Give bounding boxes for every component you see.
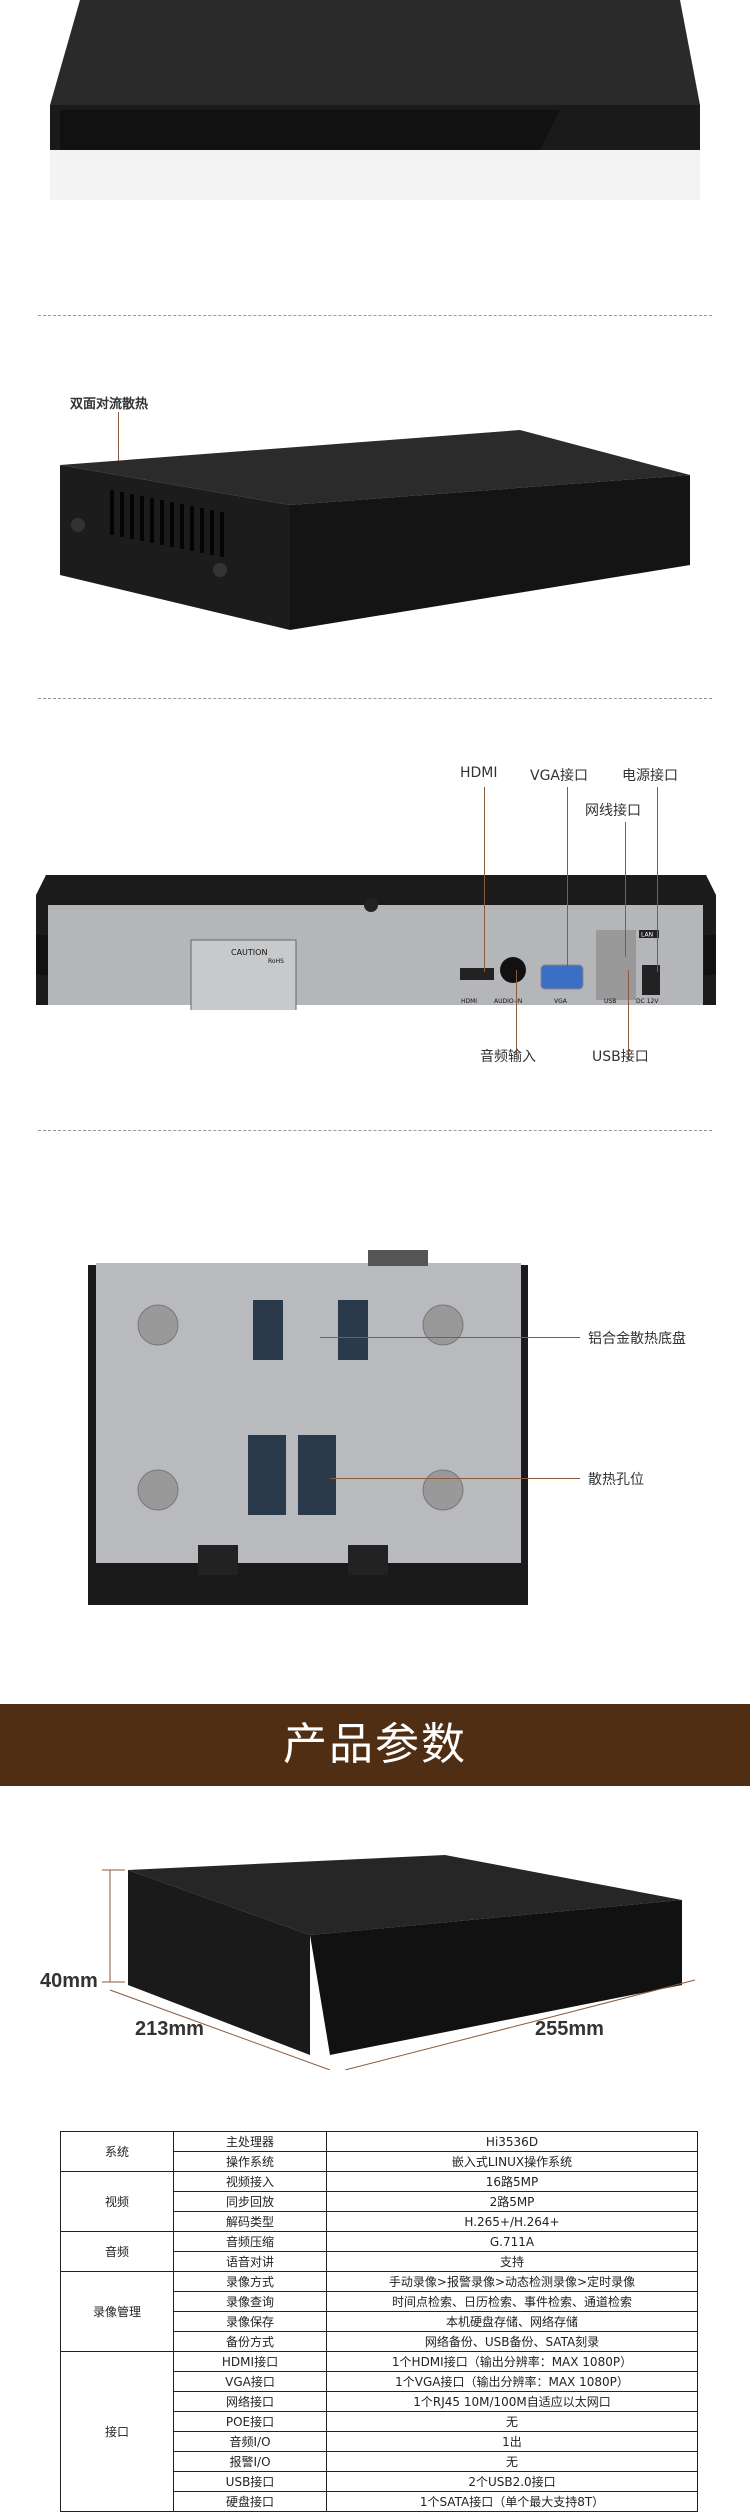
spec-group: 视频 <box>60 2171 174 2232</box>
dc-port-text: DC 12V <box>636 998 659 1005</box>
spec-value: 嵌入式LINUX操作系统 <box>326 2151 698 2172</box>
spec-value: Hi3536D <box>326 2131 698 2152</box>
spec-value: 1个SATA接口（单个最大支持8T） <box>326 2491 698 2512</box>
spec-group: 音频 <box>60 2231 174 2272</box>
spec-value: 1个RJ45 10M/100M自适应以太网口 <box>326 2391 698 2412</box>
product-params-banner: 产品参数 <box>0 1704 750 1786</box>
heatsink-label: 铝合金散热底盘 <box>588 1331 686 1347</box>
spec-key: 解码类型 <box>173 2211 327 2232</box>
audio-pointer <box>516 970 517 1055</box>
spec-key: 同步回放 <box>173 2191 327 2212</box>
spec-key: 视频接入 <box>173 2171 327 2192</box>
depth-dimension: 213mm <box>135 2018 204 2040</box>
spec-value: 支持 <box>326 2251 698 2272</box>
spec-value: G.711A <box>326 2231 698 2252</box>
spec-value: 1个HDMI接口（输出分辨率：MAX 1080P） <box>326 2351 698 2372</box>
spec-value: 1出 <box>326 2431 698 2452</box>
spec-value: 网络备份、USB备份、SATA刻录 <box>326 2331 698 2352</box>
usb-pointer <box>628 970 629 1060</box>
table-row: POE接口无 <box>61 2411 698 2432</box>
dual-convection-label: 双面对流散热 <box>70 397 149 412</box>
spec-value: 时间点检索、日历检索、事件检索、通道检索 <box>326 2291 698 2312</box>
spec-value: 16路5MP <box>326 2171 698 2192</box>
height-dimension: 40mm <box>40 1970 98 1992</box>
power-pointer <box>657 787 658 972</box>
nvr-bottom-image <box>88 1250 528 1605</box>
usb-port-text: USB <box>604 998 616 1005</box>
audio-in-label: 音频输入 <box>480 1049 536 1065</box>
divider <box>38 1130 712 1131</box>
rohs-text: RoHS <box>268 958 284 965</box>
spec-group: 录像管理 <box>60 2271 174 2352</box>
spec-key: 录像保存 <box>173 2311 327 2332</box>
spec-key: 录像方式 <box>173 2271 327 2292</box>
usb-label: USB接口 <box>592 1049 649 1065</box>
audio-port-text: AUDIO-IN <box>494 998 522 1005</box>
spec-key: 操作系统 <box>173 2151 327 2172</box>
hdmi-port-text: HDMI <box>461 998 477 1005</box>
spec-key: VGA接口 <box>173 2371 327 2392</box>
spec-key: POE接口 <box>173 2411 327 2432</box>
table-row: 操作系统嵌入式LINUX操作系统 <box>61 2151 698 2172</box>
spec-key: 网络接口 <box>173 2391 327 2412</box>
spec-value: 2路5MP <box>326 2191 698 2212</box>
vga-label: VGA接口 <box>530 768 589 784</box>
spec-key: 报警I/O <box>173 2451 327 2472</box>
spec-key: USB接口 <box>173 2471 327 2492</box>
nvr-rear-image: CAUTION RoHS LAN HDMI AUDIO-IN VGA USB D… <box>36 875 716 1010</box>
spec-value: 无 <box>326 2411 698 2432</box>
spec-key: 语音对讲 <box>173 2251 327 2272</box>
divider <box>38 315 712 316</box>
spec-value: 本机硬盘存储、网络存储 <box>326 2311 698 2332</box>
caution-text: CAUTION <box>231 948 267 957</box>
spec-value: 1个VGA接口（输出分辨率：MAX 1080P） <box>326 2371 698 2392</box>
holes-pointer <box>330 1478 580 1479</box>
spec-value: H.265+/H.264+ <box>326 2211 698 2232</box>
spec-group: 系统 <box>60 2131 174 2172</box>
spec-key: 硬盘接口 <box>173 2491 327 2512</box>
table-row: 录像管理录像方式手动录像>报警录像>动态检测录像>定时录像 <box>60 2271 698 2352</box>
hdmi-label: HDMI <box>460 765 498 781</box>
width-dimension: 255mm <box>535 2018 604 2040</box>
lan-pointer <box>625 822 626 957</box>
heatsink-pointer <box>320 1337 580 1338</box>
spec-value: 手动录像>报警录像>动态检测录像>定时录像 <box>326 2271 698 2292</box>
nvr-front-image <box>50 0 700 200</box>
power-label: 电源接口 <box>622 768 678 784</box>
vga-port-text: VGA <box>554 998 568 1005</box>
spec-key: 音频I/O <box>173 2431 327 2452</box>
divider <box>38 698 712 699</box>
vga-pointer <box>567 787 568 972</box>
spec-value: 无 <box>326 2451 698 2472</box>
lan-port-text: LAN <box>641 932 653 939</box>
spec-key: 主处理器 <box>173 2131 327 2152</box>
lan-label: 网线接口 <box>585 803 641 819</box>
spec-key: 备份方式 <box>173 2331 327 2352</box>
hdmi-pointer <box>484 787 485 972</box>
spec-value: 2个USB2.0接口 <box>326 2471 698 2492</box>
spec-key: 音频压缩 <box>173 2231 327 2252</box>
holes-label: 散热孔位 <box>588 1472 644 1488</box>
spec-key: HDMI接口 <box>173 2351 327 2372</box>
spec-key: 录像查询 <box>173 2291 327 2312</box>
nvr-dimension-image <box>102 1855 696 2070</box>
nvr-side-image <box>60 430 690 630</box>
spec-group: 接口 <box>60 2351 174 2512</box>
